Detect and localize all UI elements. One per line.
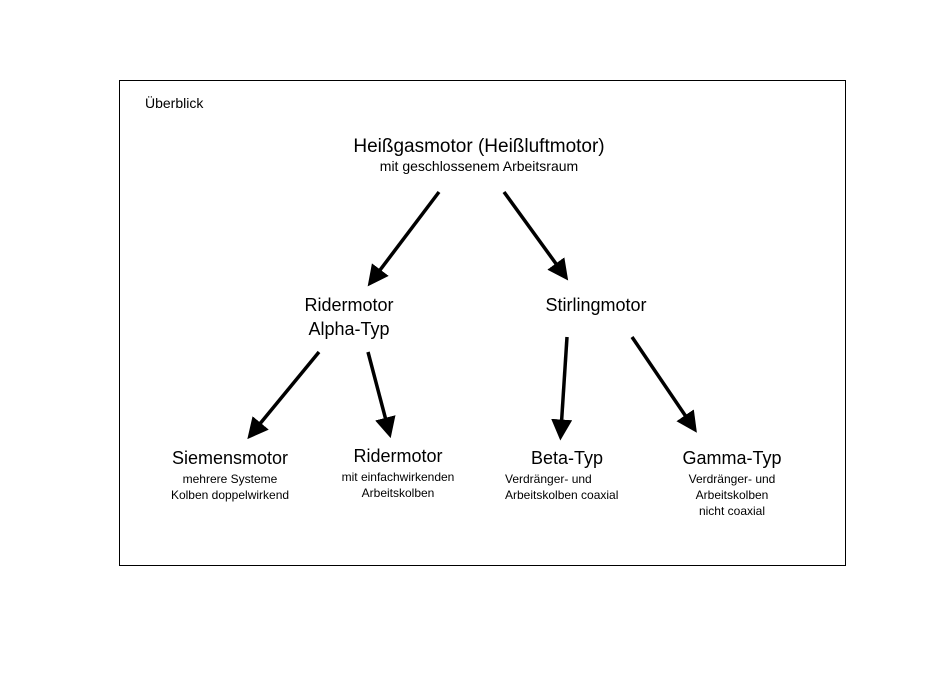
node-title: Ridermotor	[353, 446, 443, 466]
node-desc: Verdränger- und	[688, 471, 776, 486]
diagram-frame	[119, 80, 846, 566]
node-stirlingmotor: Stirlingmotor	[526, 295, 666, 316]
node-siemensmotor: Siemensmotor mehrere Systeme Kolben dopp…	[150, 448, 310, 503]
node-beta-typ: Beta-Typ Verdränger- und Arbeitskolben c…	[492, 448, 642, 503]
node-desc: mehrere Systeme	[182, 471, 278, 486]
arrow-stirling-to-gamma	[630, 336, 697, 433]
node-title-line2: Alpha-Typ	[308, 318, 390, 339]
arrow-alpha-to-ridermotor	[366, 351, 396, 439]
node-title: Beta-Typ	[530, 448, 604, 468]
node-title: Stirlingmotor	[545, 295, 647, 315]
root-node: Heißgasmotor (Heißluftmotor) mit geschlo…	[337, 136, 621, 174]
node-ridermotor-alpha: Ridermotor Alpha-Typ	[284, 295, 414, 339]
node-desc: Kolben doppelwirkend	[170, 487, 290, 502]
corner-label: Überblick	[145, 95, 204, 111]
root-title: Heißgasmotor (Heißluftmotor)	[353, 136, 605, 157]
node-title: Siemensmotor	[171, 448, 289, 468]
arrow-root-to-ridermotor-alpha	[367, 190, 441, 287]
node-desc: mit einfachwirkenden	[341, 469, 455, 484]
node-desc: Verdränger- und	[505, 471, 592, 486]
arrow-root-to-stirlingmotor	[502, 190, 569, 281]
root-subtitle: mit geschlossenem Arbeitsraum	[379, 157, 579, 174]
node-desc: Arbeitskolben	[695, 487, 769, 502]
arrow-stirling-to-beta	[551, 336, 573, 441]
node-desc: nicht coaxial	[698, 503, 766, 518]
node-title: Gamma-Typ	[682, 448, 782, 468]
node-gamma-typ: Gamma-Typ Verdränger- und Arbeitskolben …	[662, 448, 802, 519]
node-desc: Arbeitskolben coaxial	[505, 487, 619, 502]
node-title: Ridermotor	[304, 295, 394, 315]
arrow-alpha-to-siemensmotor	[247, 350, 321, 440]
node-desc: Arbeitskolben	[361, 485, 435, 500]
node-ridermotor: Ridermotor mit einfachwirkenden Arbeitsk…	[323, 446, 473, 501]
